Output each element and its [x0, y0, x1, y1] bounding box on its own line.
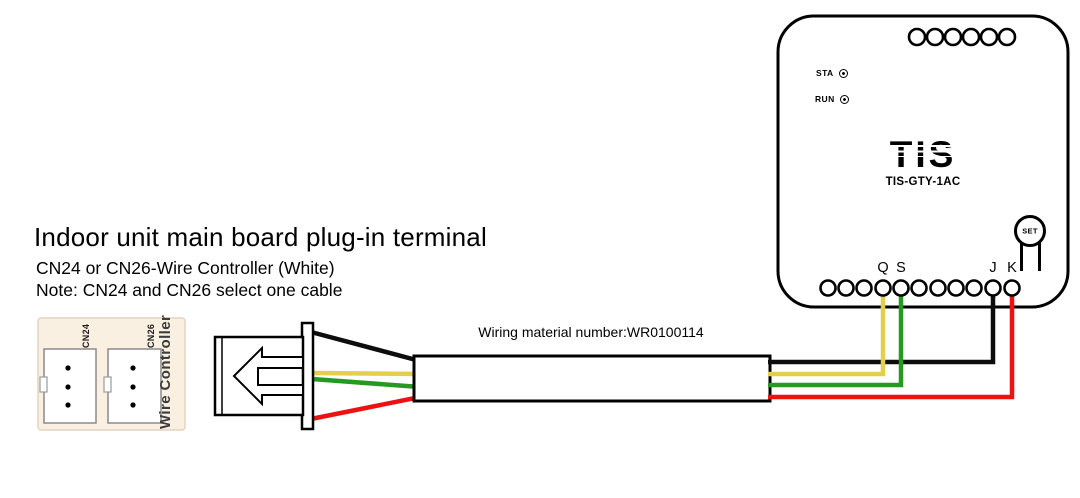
pin — [130, 384, 136, 390]
wire-red-device-segment — [768, 290, 1015, 400]
terminal-hole — [929, 279, 947, 297]
cable-sheath — [412, 354, 772, 403]
device-model-label: TIS-GTY-1AC — [885, 176, 961, 188]
wire-green-plug-segment — [311, 376, 421, 390]
terminal-label-q: Q — [877, 260, 889, 276]
set-button — [1014, 215, 1046, 271]
wire-yellow-plug-segment — [311, 370, 421, 377]
run-led-icon — [839, 94, 849, 104]
terminal-hole — [819, 279, 837, 297]
run-led-label: RUN — [815, 94, 835, 104]
connector-cn26-label: CN26 — [146, 323, 156, 348]
wire-black-plug-segment — [310, 329, 421, 364]
wire-red-plug-segment — [310, 394, 421, 422]
brand-logo: TIS — [889, 134, 957, 175]
plug-latch-arrow-icon — [232, 345, 304, 407]
run-led-row: RUN — [815, 94, 849, 104]
terminal-label-j: J — [989, 260, 997, 276]
page-subtitle: CN24 or CN26-Wire Controller (White) — [36, 258, 335, 278]
terminal-hole — [855, 279, 873, 297]
wire-green-device-segment — [768, 290, 904, 388]
connector-cn24-notch — [39, 376, 48, 393]
pin — [65, 384, 71, 390]
wire-yellow-device-segment — [768, 290, 886, 377]
terminal-hole-j — [984, 279, 1002, 297]
terminal-hole-q — [874, 279, 892, 297]
vent-hole — [997, 27, 1017, 47]
wire-black-device-segment — [768, 290, 996, 365]
vent-hole — [961, 27, 981, 47]
connector-socket-cn26 — [107, 348, 162, 424]
pin — [65, 365, 71, 371]
vent-hole-row — [907, 27, 1017, 47]
sta-led-icon — [838, 68, 848, 78]
sta-led-label: STA — [816, 68, 834, 78]
wire-controller-label: Wire Controller — [157, 314, 174, 429]
terminal-hole-row — [819, 279, 1021, 297]
page-title: Indoor unit main board plug-in terminal — [34, 222, 487, 252]
pin — [65, 402, 71, 408]
pin — [130, 402, 136, 408]
terminal-label-s: S — [896, 260, 906, 276]
page-note: Note: CN24 and CN26 select one cable — [36, 280, 343, 300]
vent-hole — [943, 27, 963, 47]
terminal-label-k: K — [1007, 260, 1017, 276]
terminal-hole — [910, 279, 928, 297]
gateway-device-outline — [776, 14, 1070, 309]
pin — [130, 365, 136, 371]
sta-led-row: STA — [816, 68, 848, 78]
terminal-hole — [837, 279, 855, 297]
connector-cn26-notch — [103, 376, 112, 393]
vent-hole — [979, 27, 999, 47]
terminal-hole — [947, 279, 965, 297]
terminal-hole-k — [1003, 279, 1021, 297]
cable-material-label: Wiring material number:WR0100114 — [478, 324, 704, 340]
vent-hole — [925, 27, 945, 47]
terminal-hole — [965, 279, 983, 297]
set-button-circle — [1014, 215, 1046, 247]
connector-pins — [65, 365, 136, 408]
terminal-hole-s — [892, 279, 910, 297]
connector-cn24-label: CN24 — [81, 323, 91, 348]
set-button-label: SET — [1022, 226, 1038, 236]
vent-hole — [907, 27, 927, 47]
